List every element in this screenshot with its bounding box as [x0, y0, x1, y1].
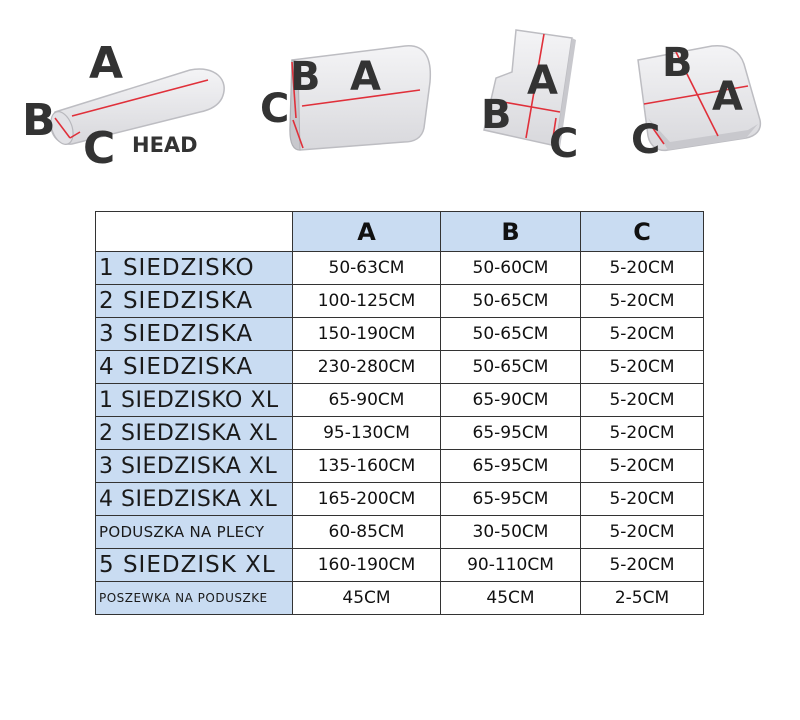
row-name: 1 SIEDZISKO XL: [95, 383, 293, 417]
row-name: POSZEWKA NA PODUSZKE: [95, 581, 293, 615]
row-name: 2 SIEDZISKA XL: [95, 416, 293, 450]
cell-c: 5-20CM: [580, 548, 704, 582]
cell-b: 65-95CM: [440, 416, 581, 450]
table-row: 3 SIEDZISKA XL 135-160CM 65-95CM 5-20CM: [95, 449, 704, 483]
table-row: 1 SIEDZISKO 50-63CM 50-60CM 5-20CM: [95, 251, 704, 285]
cell-c: 5-20CM: [580, 251, 704, 285]
table-row: 4 SIEDZISKA XL 165-200CM 65-95CM 5-20CM: [95, 482, 704, 516]
row-name: PODUSZKA NA PLECY: [95, 515, 293, 549]
row-name: 3 SIEDZISKA: [95, 317, 293, 351]
cushion-side: [648, 118, 758, 150]
table-row: 2 SIEDZISKA XL 95-130CM 65-95CM 5-20CM: [95, 416, 704, 450]
cell-c: 5-20CM: [580, 317, 704, 351]
table-row: 2 SIEDZISKA 100-125CM 50-65CM 5-20CM: [95, 284, 704, 318]
cell-b: 90-110CM: [440, 548, 581, 582]
row-name: 4 SIEDZISKA: [95, 350, 293, 384]
table-header-row: A B C: [95, 211, 704, 252]
cell-c: 5-20CM: [580, 416, 704, 450]
bolster-label-head: HEAD: [132, 133, 198, 157]
row-name: 2 SIEDZISKA: [95, 284, 293, 318]
backrest-c-line: [551, 117, 557, 145]
backrest-side: [556, 38, 576, 148]
backrest-label-b: B: [481, 92, 512, 138]
cell-b: 65-90CM: [440, 383, 581, 417]
cushion-b-line: [643, 85, 749, 105]
cell-c: 5-20CM: [580, 350, 704, 384]
cushion-label-b: B: [662, 40, 693, 86]
backrest-label-c: C: [549, 121, 578, 167]
cell-c: 5-20CM: [580, 515, 704, 549]
cell-a: 100-125CM: [292, 284, 441, 318]
cell-a: 135-160CM: [292, 449, 441, 483]
cell-b: 50-65CM: [440, 350, 581, 384]
size-table: A B C 1 SIEDZISKO 50-63CM 50-60CM 5-20CM…: [95, 211, 704, 615]
wedge-a-line: [301, 89, 421, 107]
cushion-a-line: [675, 51, 719, 137]
size-table-wrapper: A B C 1 SIEDZISKO 50-63CM 50-60CM 5-20CM…: [95, 211, 704, 615]
cell-c: 5-20CM: [580, 482, 704, 516]
cushion-label-c: C: [631, 117, 660, 163]
bolster-diagram: A B C HEAD: [22, 38, 225, 174]
cell-c: 5-20CM: [580, 284, 704, 318]
row-name: 3 SIEDZISKA XL: [95, 449, 293, 483]
dimension-diagrams: A B C HEAD A B C A B C: [0, 0, 800, 200]
cell-c: 2-5CM: [580, 581, 704, 615]
cell-b: 45CM: [440, 581, 581, 615]
table-row: 4 SIEDZISKA 230-280CM 50-65CM 5-20CM: [95, 350, 704, 384]
backrest-label-a: A: [527, 58, 558, 104]
header-b: B: [440, 211, 581, 252]
cell-b: 65-95CM: [440, 482, 581, 516]
cell-c: 5-20CM: [580, 449, 704, 483]
bolster-label-a: A: [89, 38, 123, 89]
cell-a: 65-90CM: [292, 383, 441, 417]
diagram-canvas: A B C HEAD A B C A B C: [22, 29, 762, 174]
wedge-label-b: B: [290, 54, 321, 100]
wedge-b-line: [291, 61, 297, 119]
cell-b: 65-95CM: [440, 449, 581, 483]
header-a: A: [292, 211, 441, 252]
backrest-diagram: A B C: [481, 29, 578, 167]
wedge-diagram: A B C: [260, 45, 432, 151]
backrest-a-line: [525, 33, 545, 139]
cushion-label-a: A: [712, 74, 743, 120]
bolster-c-line: [69, 131, 81, 139]
cell-a: 165-200CM: [292, 482, 441, 516]
wedge-label-c: C: [260, 86, 289, 132]
cell-a: 95-130CM: [292, 416, 441, 450]
header-c: C: [580, 211, 704, 252]
bolster-label-b: B: [22, 95, 56, 146]
cell-a: 150-190CM: [292, 317, 441, 351]
table-row: PODUSZKA NA PLECY 60-85CM 30-50CM 5-20CM: [95, 515, 704, 549]
cell-a: 45CM: [292, 581, 441, 615]
backrest-b-line: [491, 99, 561, 113]
cell-c: 5-20CM: [580, 383, 704, 417]
cell-b: 50-65CM: [440, 317, 581, 351]
row-name: 5 SIEDZISK XL: [95, 548, 293, 582]
wedge-label-a: A: [350, 54, 381, 100]
cell-a: 60-85CM: [292, 515, 441, 549]
table-row: POSZEWKA NA PODUSZKE 45CM 45CM 2-5CM: [95, 581, 704, 615]
cell-b: 50-65CM: [440, 284, 581, 318]
header-empty-cell: [95, 211, 293, 252]
cell-a: 230-280CM: [292, 350, 441, 384]
row-name: 4 SIEDZISKA XL: [95, 482, 293, 516]
table-row: 1 SIEDZISKO XL 65-90CM 65-90CM 5-20CM: [95, 383, 704, 417]
cell-b: 50-60CM: [440, 251, 581, 285]
bolster-label-c: C: [83, 123, 115, 174]
bolster-b-line: [54, 117, 71, 139]
bolster-a-line: [71, 79, 209, 117]
table-row: 3 SIEDZISKA 150-190CM 50-65CM 5-20CM: [95, 317, 704, 351]
row-name: 1 SIEDZISKO: [95, 251, 293, 285]
wedge-c-line: [292, 119, 304, 149]
cell-b: 30-50CM: [440, 515, 581, 549]
cushion-diagram: B A C: [631, 40, 762, 163]
cell-a: 50-63CM: [292, 251, 441, 285]
table-row: 5 SIEDZISK XL 160-190CM 90-110CM 5-20CM: [95, 548, 704, 582]
cell-a: 160-190CM: [292, 548, 441, 582]
cushion-c-line: [649, 123, 665, 145]
